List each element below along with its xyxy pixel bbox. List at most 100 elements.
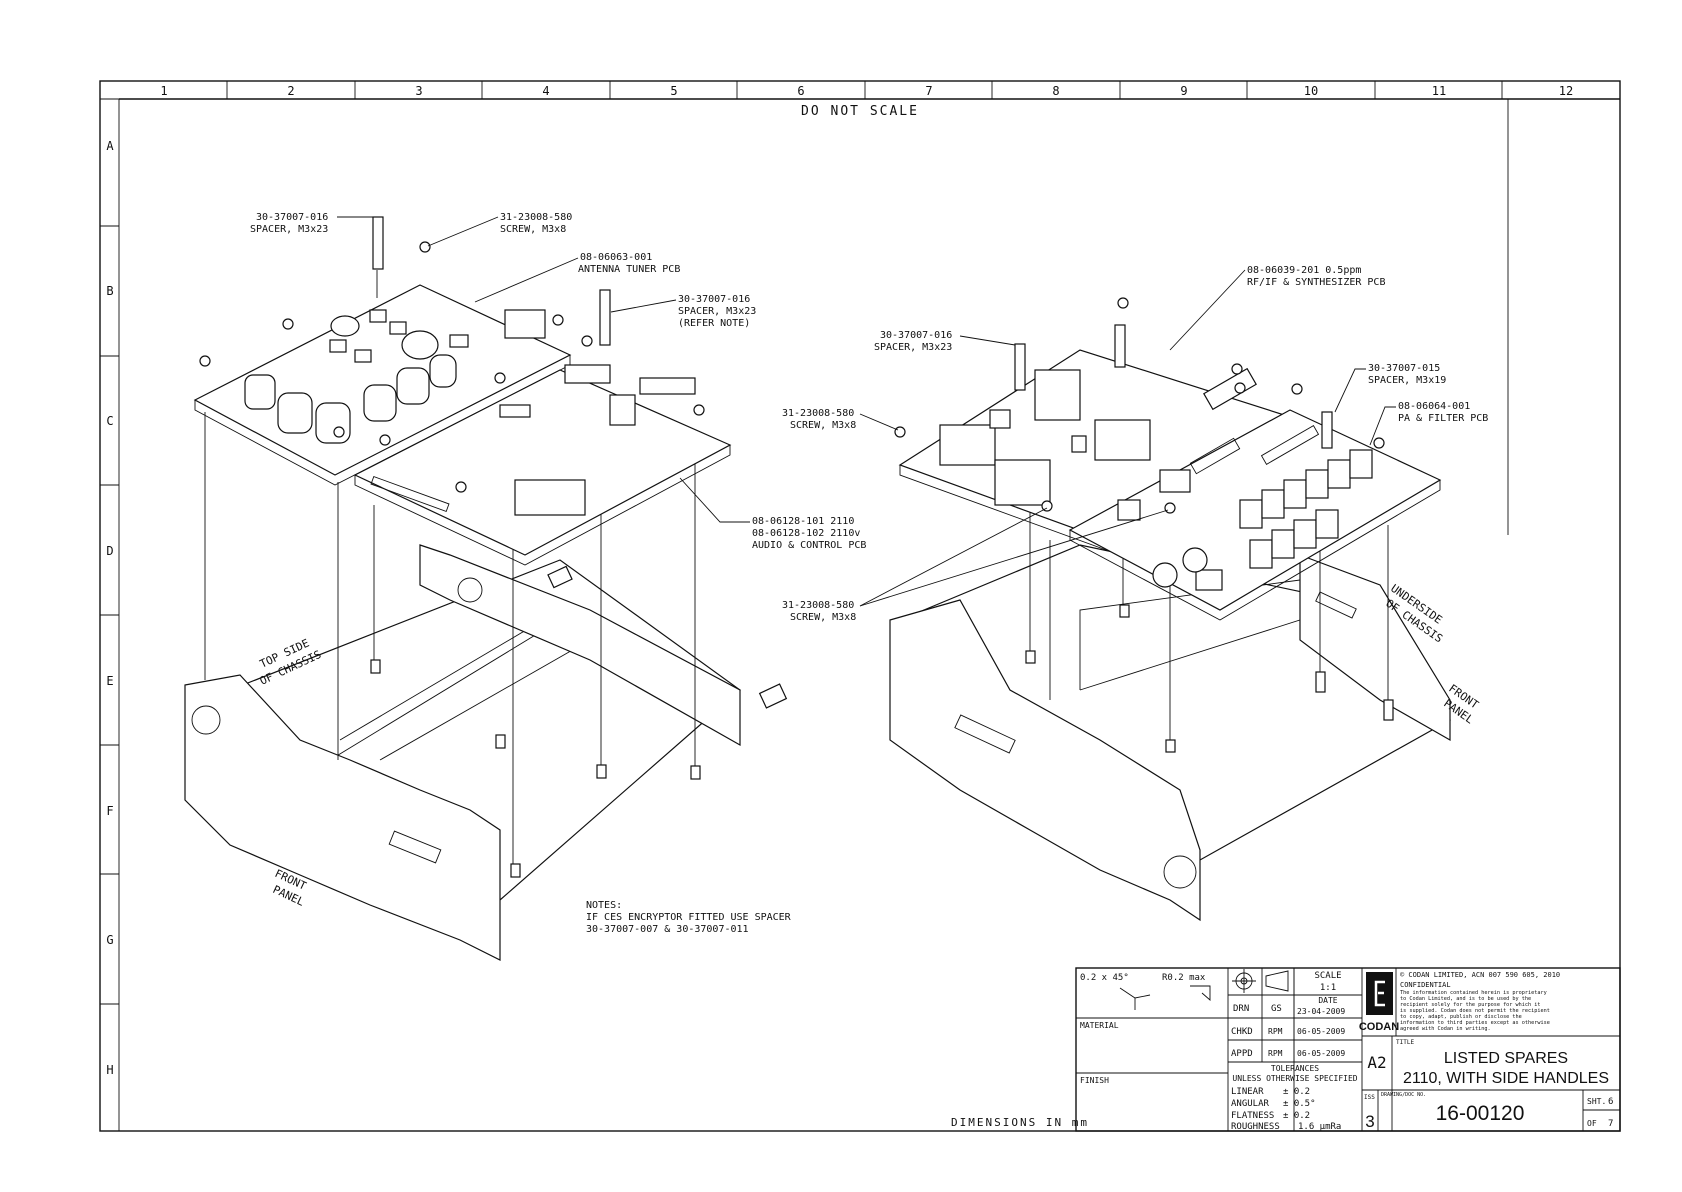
flatness-value: ± 0.2 [1283, 1111, 1310, 1121]
notes-line-1: IF CES ENCRYPTOR FITTED USE SPACER [586, 912, 792, 923]
appd-by: RPM [1268, 1049, 1283, 1058]
callout-spacer-m3x19-desc: SPACER, M3x19 [1368, 375, 1446, 386]
left-assembly [184, 216, 788, 961]
callout-screw-a-part: 31-23008-580 [782, 408, 854, 419]
left-standoffs [370, 659, 701, 878]
confidential-label: CONFIDENTIAL [1400, 981, 1451, 989]
tolerances-label: TOLERANCES [1271, 1064, 1319, 1073]
left-rear-panel-hole [457, 577, 483, 603]
conf-line-3: recipient solely for the purpose for whi… [1400, 1002, 1541, 1008]
callout-spacer-refer-part: 30-37007-016 [678, 294, 750, 305]
iss-label: ISS [1364, 1094, 1375, 1101]
row-label-a: A [106, 139, 114, 153]
callout-rf-pcb-desc: RF/IF & SYNTHESIZER PCB [1247, 277, 1385, 288]
left-front-panel-slot [388, 830, 442, 864]
leader-antenna-pcb [474, 257, 579, 303]
scale-value: 1:1 [1320, 983, 1336, 993]
rf-pcb-components [939, 367, 1257, 506]
copyright-text: © CODAN LIMITED, ACN 007 590 605, 2010 [1400, 971, 1560, 979]
row-label-h: H [106, 1063, 113, 1077]
row-dividers [100, 225, 119, 1005]
col-label-11: 11 [1432, 84, 1446, 98]
col-label-4: 4 [542, 84, 549, 98]
callout-spacer-refer-note: (REFER NOTE) [678, 318, 750, 329]
left-front-panel-hole [191, 705, 221, 735]
row-label-d: D [106, 544, 113, 558]
conf-line-7: agreed with Codan in writing. [1400, 1026, 1491, 1032]
notes-line-2: 30-37007-007 & 30-37007-011 [586, 924, 749, 935]
col-label-3: 3 [415, 84, 422, 98]
drawing-number: 16-00120 [1436, 1102, 1525, 1125]
left-projection-lines [204, 270, 696, 864]
drawing-title-line-1: LISTED SPARES [1444, 1050, 1568, 1067]
callout-audio-pcb-1: 08-06128-101 2110 [752, 516, 854, 527]
callout-screw-desc: SCREW, M3x8 [500, 224, 566, 235]
col-label-2: 2 [287, 84, 294, 98]
right-rear-panel [1299, 554, 1451, 742]
sheet-label: SHT. [1587, 1097, 1606, 1106]
chkd-by: RPM [1268, 1027, 1283, 1036]
callout-screw-a-desc: SCREW, M3x8 [790, 420, 856, 431]
angular-label: ANGULAR [1231, 1099, 1270, 1109]
leader-rf-pcb [1169, 269, 1246, 351]
pa-pcb-components [1117, 425, 1373, 591]
col-label-6: 6 [797, 84, 804, 98]
linear-label: LINEAR [1231, 1087, 1264, 1097]
callout-antenna-pcb-part: 08-06063-001 [580, 252, 652, 263]
roughness-value: 1.6 µmRa [1298, 1122, 1341, 1132]
right-front-panel [889, 599, 1201, 922]
drn-by: GS [1271, 1004, 1282, 1014]
row-label-e: E [106, 674, 113, 688]
col-label-12: 12 [1559, 84, 1573, 98]
roughness-label: ROUGHNESS [1231, 1122, 1280, 1132]
right-front-panel-hole [1163, 855, 1197, 889]
conf-line-5: to copy, adapt, publish or disclose the [1400, 1014, 1522, 1020]
angular-value: ± 0.5° [1283, 1099, 1316, 1109]
callout-pa-pcb-desc: PA & FILTER PCB [1398, 413, 1488, 424]
left-front-panel [184, 674, 501, 961]
unless-label: UNLESS OTHERWISE SPECIFIED [1232, 1074, 1357, 1083]
callout-spacer-desc: SPACER, M3x23 [250, 224, 328, 235]
column-labels: 1 2 3 4 5 6 7 8 9 10 11 12 [160, 84, 1573, 98]
sheet-total: 7 [1608, 1119, 1613, 1129]
callout-right-spacer-part: 30-37007-016 [880, 330, 952, 341]
dimensions-note: DIMENSIONS IN mm [951, 1116, 1089, 1129]
col-label-7: 7 [925, 84, 932, 98]
callout-screw-b-desc: SCREW, M3x8 [790, 612, 856, 623]
callout-pa-pcb-part: 08-06064-001 [1398, 401, 1470, 412]
row-label-c: C [106, 414, 113, 428]
leader-pa-pcb [1369, 406, 1396, 446]
leader-screw-b-2 [859, 509, 1169, 607]
col-label-8: 8 [1052, 84, 1059, 98]
column-dividers [226, 81, 1503, 99]
row-label-f: F [106, 804, 113, 818]
scale-label: SCALE [1314, 971, 1341, 981]
callout-screw-part: 31-23008-580 [500, 212, 572, 223]
right-rear-panel-slot [1315, 591, 1357, 619]
appd-label: APPD [1231, 1049, 1253, 1059]
callout-right-spacer-desc: SPACER, M3x23 [874, 342, 952, 353]
radius-label: R0.2 max [1162, 973, 1206, 983]
leader-spacer-m3x19 [1334, 368, 1366, 413]
drn-date: 23-04-2009 [1297, 1007, 1345, 1016]
sheet-number: 6 [1608, 1097, 1613, 1107]
callout-rf-pcb-part: 08-06039-201 0.5ppm [1247, 265, 1361, 276]
col-label-9: 9 [1180, 84, 1187, 98]
outer-border [99, 80, 1621, 1132]
left-side-connector [547, 565, 788, 709]
sheet-size: A2 [1367, 1053, 1386, 1072]
leader-screw-b [859, 507, 1048, 607]
doc-no-label: DRAWING/DOC NO. [1381, 1092, 1426, 1098]
col-label-5: 5 [670, 84, 677, 98]
antenna-tuner-components [244, 309, 546, 444]
chkd-date: 06-05-2009 [1297, 1027, 1345, 1036]
drn-label: DRN [1233, 1004, 1249, 1014]
callout-antenna-pcb-desc: ANTENNA TUNER PCB [578, 264, 680, 275]
conf-line-2: to Codan Limited, and is to be used by t… [1400, 996, 1531, 1002]
callout-screw-b-part: 31-23008-580 [782, 600, 854, 611]
row-labels: A B C D E F G H [106, 139, 114, 1077]
col-label-10: 10 [1304, 84, 1318, 98]
right-front-panel-slot [954, 714, 1016, 754]
right-spacers-and-screws [894, 297, 1385, 514]
